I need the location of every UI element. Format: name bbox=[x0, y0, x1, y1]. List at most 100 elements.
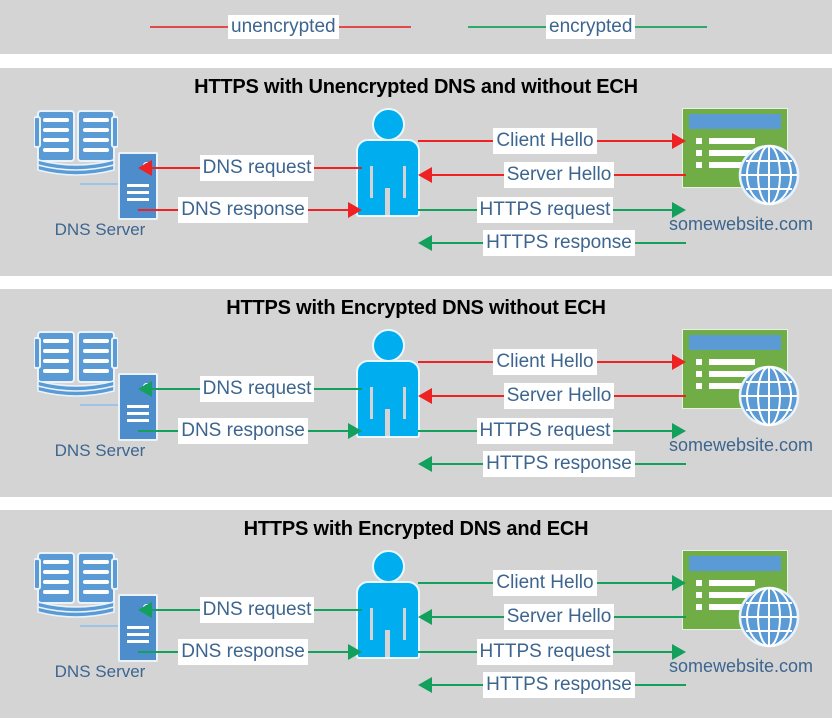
website-label: somewebsite.com bbox=[668, 214, 814, 234]
arrow-right-icon bbox=[672, 423, 686, 439]
dns-server-label: DNS Server bbox=[54, 662, 146, 681]
globe-icon bbox=[738, 586, 800, 648]
connector-line bbox=[80, 625, 124, 627]
person-leg-gap bbox=[385, 409, 390, 436]
bullet-line bbox=[709, 604, 755, 610]
dns-flow-row: DNS response bbox=[138, 417, 362, 445]
panel-title: HTTPS with Encrypted DNS without ECH bbox=[226, 297, 606, 319]
dns-flow-row: DNS request bbox=[138, 596, 362, 624]
server-slot bbox=[127, 198, 149, 201]
bullet-line bbox=[709, 359, 755, 365]
flow-label: HTTPS request bbox=[476, 639, 614, 665]
green-line-icon bbox=[635, 26, 708, 28]
web-flow-row: Server Hello bbox=[418, 603, 687, 631]
arrow-right-icon bbox=[348, 644, 362, 660]
bullet-dot bbox=[696, 604, 702, 610]
bullet-dot bbox=[696, 138, 702, 144]
flow-line bbox=[152, 388, 200, 390]
arrow-right-icon bbox=[672, 202, 686, 218]
dns-flow-row: DNS response bbox=[138, 196, 362, 224]
person-head bbox=[372, 329, 405, 362]
arrow-right-icon bbox=[672, 644, 686, 660]
web-flow-row: HTTPS response bbox=[418, 671, 687, 699]
bullet-line bbox=[709, 138, 755, 144]
arrow-left-icon bbox=[418, 456, 432, 472]
person-icon bbox=[355, 329, 420, 439]
bullet-dot bbox=[696, 383, 702, 389]
flow-line bbox=[432, 395, 504, 397]
arrow-right-icon bbox=[672, 575, 686, 591]
server-slot bbox=[127, 191, 149, 194]
flow-label: DNS request bbox=[199, 376, 315, 402]
open-book-icon bbox=[33, 550, 119, 622]
flow-line bbox=[138, 651, 179, 653]
person-body bbox=[356, 581, 420, 659]
connector-line bbox=[80, 404, 124, 406]
open-book-icon bbox=[33, 329, 119, 401]
panel-encrypted-dns: HTTPS with Encrypted DNS without ECH DNS … bbox=[0, 289, 832, 497]
web-flow-row: Server Hello bbox=[418, 161, 687, 189]
arrow-right-icon bbox=[348, 423, 362, 439]
server-slot bbox=[127, 412, 149, 415]
server-slot bbox=[127, 405, 149, 408]
person-arm-gap bbox=[370, 387, 373, 419]
flow-label: Server Hello bbox=[503, 383, 615, 409]
flow-label: DNS request bbox=[199, 597, 315, 623]
legend-label-encrypted: encrypted bbox=[546, 15, 636, 39]
flow-line bbox=[613, 209, 672, 211]
web-flow-row: HTTPS request bbox=[418, 417, 686, 445]
flow-label: Client Hello bbox=[493, 128, 597, 154]
website-node: somewebsite.com bbox=[660, 329, 820, 469]
arrow-left-icon bbox=[418, 388, 432, 404]
flow-line bbox=[596, 361, 672, 363]
flow-line bbox=[596, 140, 672, 142]
flow-line bbox=[613, 430, 672, 432]
web-flow-row: HTTPS request bbox=[418, 196, 686, 224]
dns-server-label: DNS Server bbox=[54, 220, 146, 239]
person-body bbox=[356, 360, 420, 438]
person-arm-gap bbox=[403, 608, 406, 640]
flow-line bbox=[634, 463, 687, 465]
arrow-right-icon bbox=[348, 202, 362, 218]
arrow-right-icon bbox=[672, 133, 686, 149]
globe-icon bbox=[738, 365, 800, 427]
website-label: somewebsite.com bbox=[668, 656, 814, 676]
flow-label: HTTPS request bbox=[476, 197, 614, 223]
legend-band: unencrypted encrypted bbox=[0, 0, 832, 54]
person-leg-gap bbox=[385, 188, 390, 215]
bullet-line bbox=[709, 162, 755, 168]
person-body bbox=[356, 139, 420, 217]
person-leg-gap bbox=[385, 630, 390, 657]
flow-line bbox=[418, 140, 494, 142]
flow-line bbox=[418, 582, 494, 584]
flow-line bbox=[614, 395, 687, 397]
globe-icon bbox=[738, 144, 800, 206]
flow-line bbox=[314, 388, 362, 390]
open-book-icon bbox=[33, 108, 119, 180]
server-slot bbox=[127, 419, 149, 422]
flow-line bbox=[314, 609, 362, 611]
server-slot bbox=[127, 184, 149, 187]
web-flow-row: Server Hello bbox=[418, 382, 687, 410]
panel-title: HTTPS with Unencrypted DNS and without E… bbox=[194, 76, 638, 98]
flow-line bbox=[307, 430, 348, 432]
red-line-icon bbox=[150, 26, 228, 28]
flow-line bbox=[138, 209, 179, 211]
person-arm-gap bbox=[370, 166, 373, 198]
connector-line bbox=[80, 183, 124, 185]
dns-flow-row: DNS request bbox=[138, 375, 362, 403]
arrow-left-icon bbox=[138, 160, 152, 176]
flow-line bbox=[596, 582, 672, 584]
flow-line bbox=[432, 174, 504, 176]
flow-line bbox=[614, 616, 687, 618]
arrow-left-icon bbox=[418, 677, 432, 693]
person-arm-gap bbox=[403, 387, 406, 419]
web-flow-row: HTTPS response bbox=[418, 450, 687, 478]
server-slot bbox=[127, 640, 149, 643]
bullet-dot bbox=[696, 359, 702, 365]
flow-line bbox=[418, 361, 494, 363]
person-icon bbox=[355, 108, 420, 218]
flow-label: HTTPS response bbox=[483, 230, 635, 256]
arrow-left-icon bbox=[418, 235, 432, 251]
